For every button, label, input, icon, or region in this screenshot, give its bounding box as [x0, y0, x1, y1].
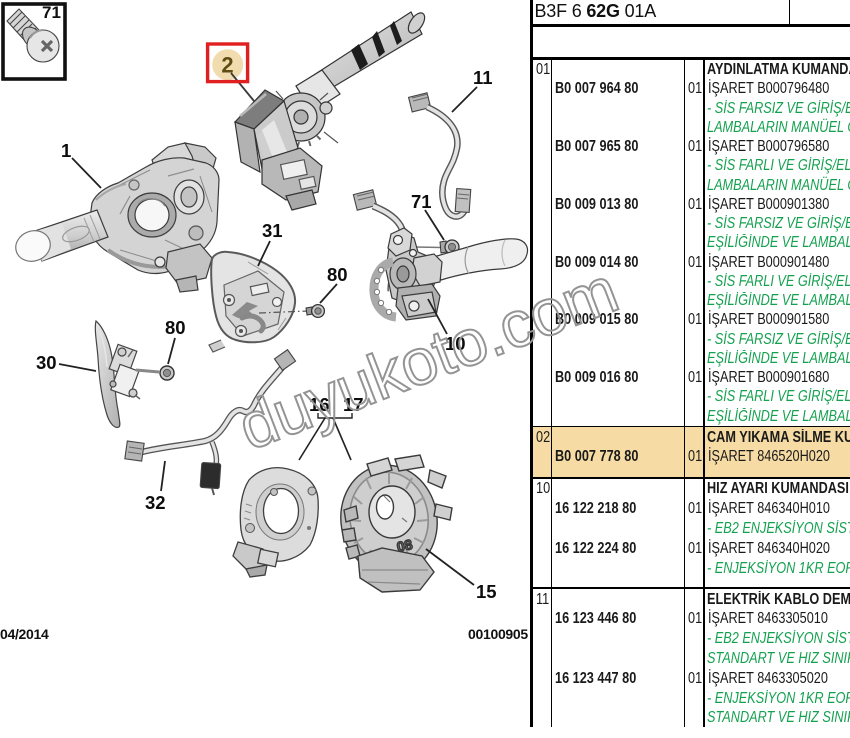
svg-text:2: 2 [221, 53, 233, 78]
svg-text:80: 80 [165, 317, 186, 338]
svg-text:71: 71 [411, 191, 432, 212]
svg-text:10: 10 [445, 333, 466, 354]
svg-text:08: 08 [395, 536, 414, 555]
svg-text:17: 17 [343, 394, 364, 415]
svg-text:30: 30 [36, 352, 57, 373]
svg-text:1: 1 [61, 140, 71, 161]
svg-text:31: 31 [262, 220, 283, 241]
svg-text:11: 11 [473, 67, 493, 88]
svg-text:16: 16 [309, 394, 330, 415]
svg-text:80: 80 [327, 264, 348, 285]
svg-text:71: 71 [42, 3, 61, 22]
svg-text:32: 32 [145, 492, 166, 513]
svg-text:15: 15 [476, 581, 497, 602]
